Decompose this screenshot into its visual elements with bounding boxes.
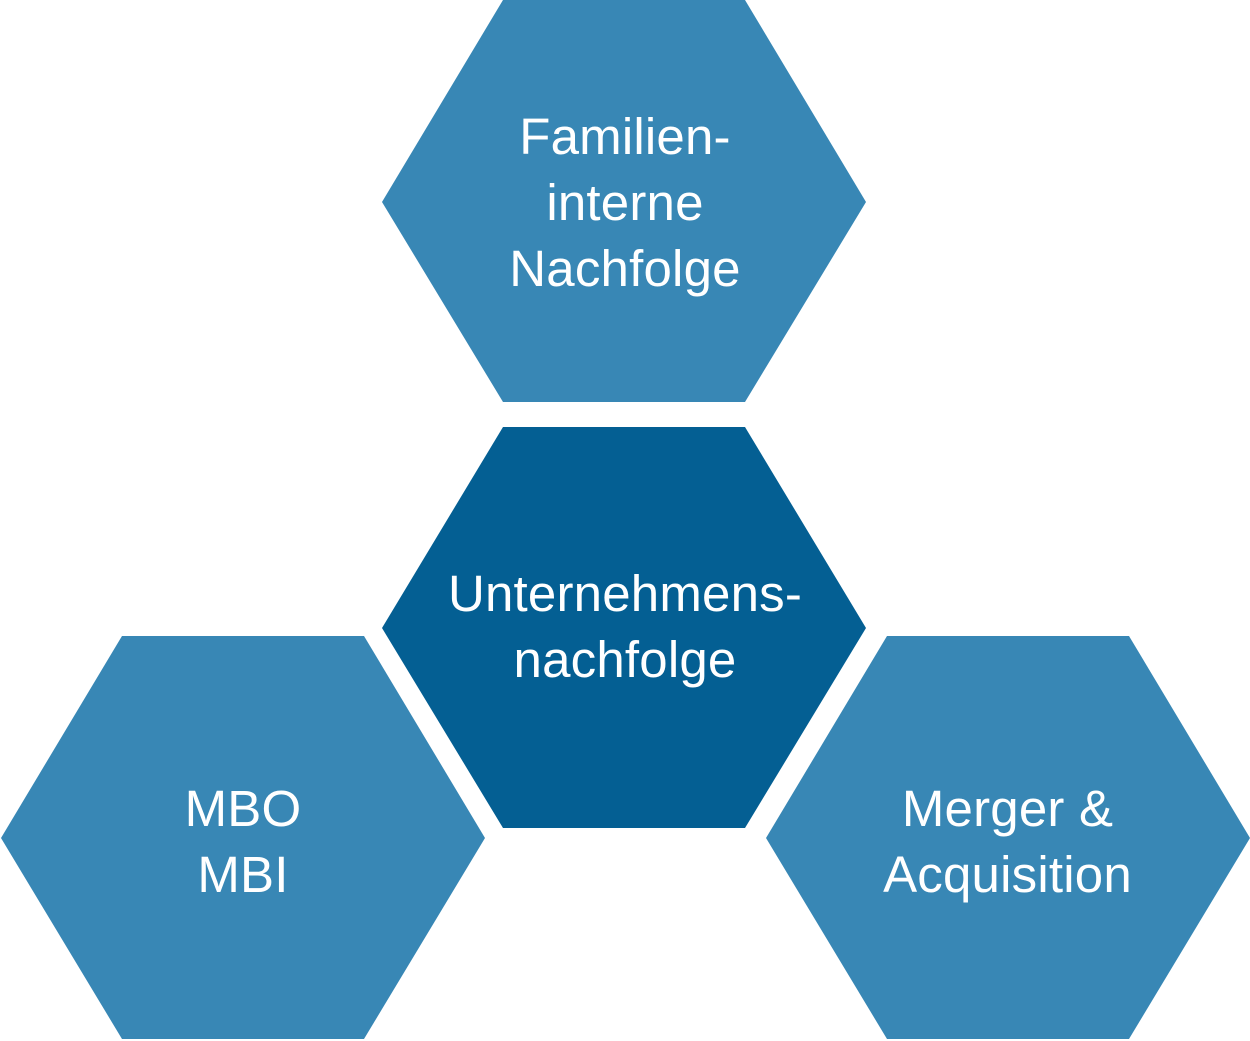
hexagon-right-label: Merger & Acquisition <box>765 775 1250 909</box>
hexagon-center <box>382 427 866 828</box>
hexagon-top <box>382 0 866 402</box>
hexagon-left-line-1: MBO <box>184 780 302 837</box>
hexagon-center-label: Unternehmens- nachfolge <box>383 560 867 694</box>
hexagon-top-label: Familien- interne Nachfolge <box>383 103 867 303</box>
hexagon-right <box>766 636 1250 1039</box>
hexagon-center-line-1: Unternehmens- <box>447 565 803 622</box>
hexagon-right-line-1: Merger & <box>901 780 1114 837</box>
hexagon-left <box>1 636 485 1039</box>
hexagon-top-line-3: Nachfolge <box>509 240 741 297</box>
hexagon-top-line-1: Familien- <box>519 108 731 165</box>
hexagon-top-line-2: interne <box>546 174 704 231</box>
hexagon-left-line-2: MBI <box>197 846 289 903</box>
hexagon-left-label: MBO MBI <box>0 775 486 909</box>
hexagon-right-line-2: Acquisition <box>883 846 1132 903</box>
hexagon-center-line-2: nachfolge <box>513 631 737 688</box>
